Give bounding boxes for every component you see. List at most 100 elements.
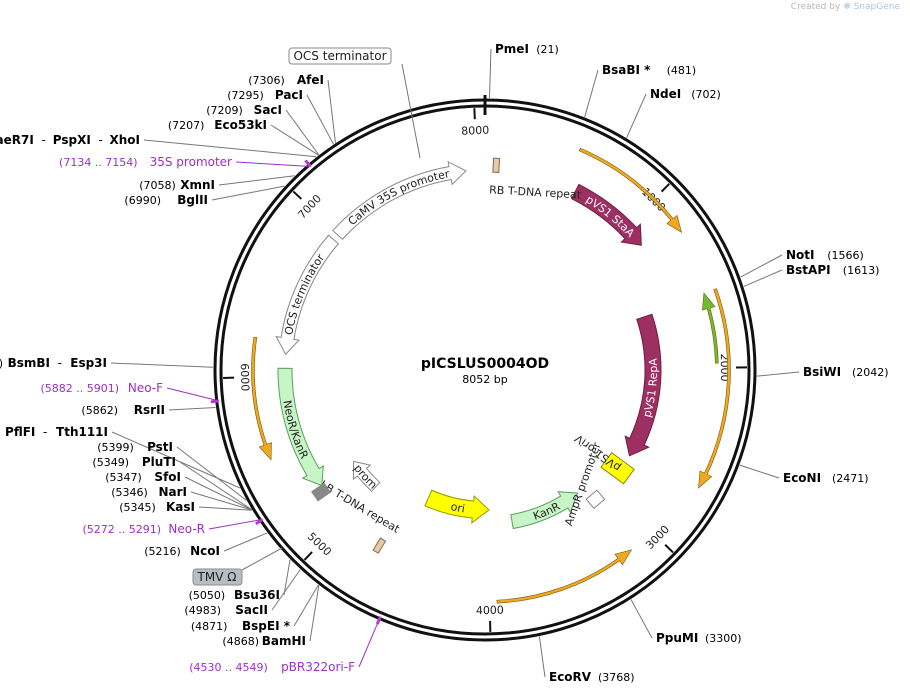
feature-pvs1-staa[interactable]: pVS1 StaA [570, 183, 642, 247]
feature-bar[interactable] [702, 292, 719, 364]
enzyme-bglii[interactable]: BglII(6990) [124, 193, 208, 207]
feature-arrow[interactable] [275, 234, 340, 356]
enzyme-leader-line [488, 48, 492, 99]
enzyme-name: BglII [177, 193, 208, 207]
enzyme-xmni[interactable]: XmnI(7058) [139, 178, 215, 192]
tmv-callout-text: TMV Ω [197, 570, 237, 584]
feature-arrow[interactable] [510, 491, 579, 530]
ocs-terminator-callout[interactable]: OCS terminator [288, 47, 421, 159]
enzyme-rsrii[interactable]: RsrII(5862) [81, 403, 165, 417]
feature-label: pVS1 RepA [641, 358, 660, 419]
enzyme-position: (481) [667, 64, 697, 77]
enzyme-leader-line [270, 124, 319, 156]
enzyme-bstapi[interactable]: BstAPI(1613) [786, 263, 879, 277]
enzyme-partner-name: Tth111I [56, 425, 108, 439]
feature-arrow[interactable] [352, 460, 381, 492]
feature-bar[interactable] [496, 549, 633, 604]
enzyme-bsiwi[interactable]: BsiWI(2042) [803, 365, 889, 379]
feature-label: pVS1 StaA [583, 193, 637, 240]
enzyme-leader-line [626, 93, 647, 139]
enzyme-position: (5346) [111, 486, 148, 499]
enzyme-leader-line [756, 371, 800, 377]
enzyme-ppumi[interactable]: PpuMI(3300) [656, 631, 742, 645]
enzyme-kasi[interactable]: KasI (5345) [119, 500, 195, 514]
feature-arrow[interactable] [624, 313, 662, 457]
enzyme-ndei[interactable]: NdeI(702) [650, 87, 721, 101]
small-feature-ampr-promoter[interactable] [585, 489, 606, 510]
enzyme-name: PstI [147, 440, 173, 454]
enzyme-leader-line [285, 109, 320, 156]
enzyme-leader-line [743, 269, 783, 287]
feature-camv-35s-promoter[interactable]: CaMV 35S promoter [332, 160, 467, 240]
enzyme-paci[interactable]: PacI(7295) [227, 88, 303, 102]
enzyme-sacii[interactable]: SacII(4983) [184, 603, 268, 617]
small-feature-rb-t-dna-repeat[interactable] [492, 157, 501, 173]
enzyme-position: (5345) [119, 501, 156, 514]
enzyme-pluti[interactable]: PluTI(5349) [92, 455, 176, 469]
enzyme-position: (5347) [105, 471, 142, 484]
enzyme-nari[interactable]: NarI(5346) [111, 485, 187, 499]
plasmid-size: 8052 bp [462, 373, 507, 386]
enzyme-pflfi[interactable]: Tth111I-PflFI(5464) [0, 425, 108, 439]
enzyme-afei[interactable]: AfeI(7306) [248, 73, 324, 87]
feature-arrow[interactable] [424, 489, 490, 525]
feature-ori[interactable]: ori [424, 489, 490, 525]
enzyme-sfoi[interactable]: SfoI(5347) [105, 470, 181, 484]
enzyme-position: (5862) [81, 404, 118, 417]
enzyme-eco53ki[interactable]: Eco53kI(7207) [168, 118, 267, 132]
primer-35s-promoter[interactable]: 35S promoter(7134 .. 7154) [59, 155, 232, 169]
enzyme-leader-line [223, 532, 268, 552]
primer-neo-r[interactable]: Neo-R(5272 .. 5291) [82, 522, 205, 536]
enzyme-noti[interactable]: NotI(1566) [786, 248, 864, 262]
enzyme-labels: PmeI(21)BsaBI *(481)NdeI(702)NotI(1566)B… [0, 42, 889, 684]
enzyme-bamhi[interactable]: BamHI(4868) [222, 634, 306, 648]
primer-neo-f[interactable]: Neo-F(5882 .. 5901) [40, 381, 163, 395]
feature-neor-kanr[interactable]: NeoR/KanR [277, 367, 324, 488]
enzyme-bsu36i[interactable]: Bsu36I(5050) [189, 588, 280, 602]
feature-arrow[interactable] [332, 160, 467, 240]
feature-bar[interactable] [578, 147, 683, 233]
enzyme-leader-line [218, 175, 295, 186]
enzyme-name: KasI [166, 500, 195, 514]
enzyme-name: NotI [786, 248, 815, 262]
enzyme-ecorv[interactable]: EcoRV(3768) [549, 670, 635, 684]
enzyme-name: NdeI [650, 87, 681, 101]
enzyme-position: (3768) [598, 671, 635, 684]
small-feature-label: RB T-DNA repeat [489, 183, 582, 201]
enzyme-saci[interactable]: SacI (7209) [206, 103, 282, 117]
enzyme-econi[interactable]: EcoNI(2471) [783, 471, 869, 485]
enzyme-position: (21) [536, 43, 559, 56]
enzyme-bspei-[interactable]: BspEI *(4871) [191, 619, 291, 633]
feature-label: CaMV 35S promoter [346, 167, 451, 228]
primer-marker [375, 616, 382, 625]
tmv-callout[interactable]: TMV Ω [192, 547, 283, 586]
feature-ocs-terminator[interactable]: OCS terminator [275, 234, 340, 356]
enzyme-name: PmeI [495, 42, 529, 56]
enzyme-name: SacI [254, 103, 282, 117]
enzyme-leader-line [271, 569, 301, 611]
enzyme-psti[interactable]: PstI(5399) [97, 440, 173, 454]
enzyme-bsabi-[interactable]: BsaBI *(481) [602, 63, 696, 77]
enzyme-pmei[interactable]: PmeI (21) [495, 42, 559, 56]
feature-bar[interactable] [251, 336, 272, 461]
enzyme-bsmbi[interactable]: Esp3I-BsmBI(6052) [0, 356, 107, 370]
enzyme-position: (3300) [705, 632, 742, 645]
feature-pvs1-repa[interactable]: pVS1 RepA [624, 313, 662, 458]
tmv-marker [311, 482, 331, 502]
enzyme-paer7i[interactable]: XhoI-PspXI-PaeR7I(7194) [0, 133, 140, 147]
enzyme-position: (7209) [206, 104, 243, 117]
primer-labels: 35S promoter(7134 .. 7154) Neo-F(5882 .. … [40, 155, 382, 674]
snapgene-credit: Created by ❋ SnapGene [791, 2, 900, 12]
small-feature-lb-t-dna-repeat[interactable] [372, 537, 387, 554]
tick-mark [664, 544, 674, 554]
tick-mark [303, 551, 313, 561]
feature-arrow[interactable] [570, 183, 642, 246]
primer-pbr322ori-f[interactable]: pBR322ori-F(4530 .. 4549) [189, 660, 355, 674]
enzyme-leader-line [630, 599, 653, 639]
primer-leader-line [235, 161, 311, 168]
small-feature-pvs1-oriv[interactable] [600, 451, 635, 485]
enzyme-ncoi[interactable]: NcoI(5216) [144, 544, 220, 558]
feature-arrow[interactable] [277, 367, 324, 487]
feature-bar[interactable] [698, 288, 731, 489]
primer-range: (5882 .. 5901) [40, 382, 119, 395]
